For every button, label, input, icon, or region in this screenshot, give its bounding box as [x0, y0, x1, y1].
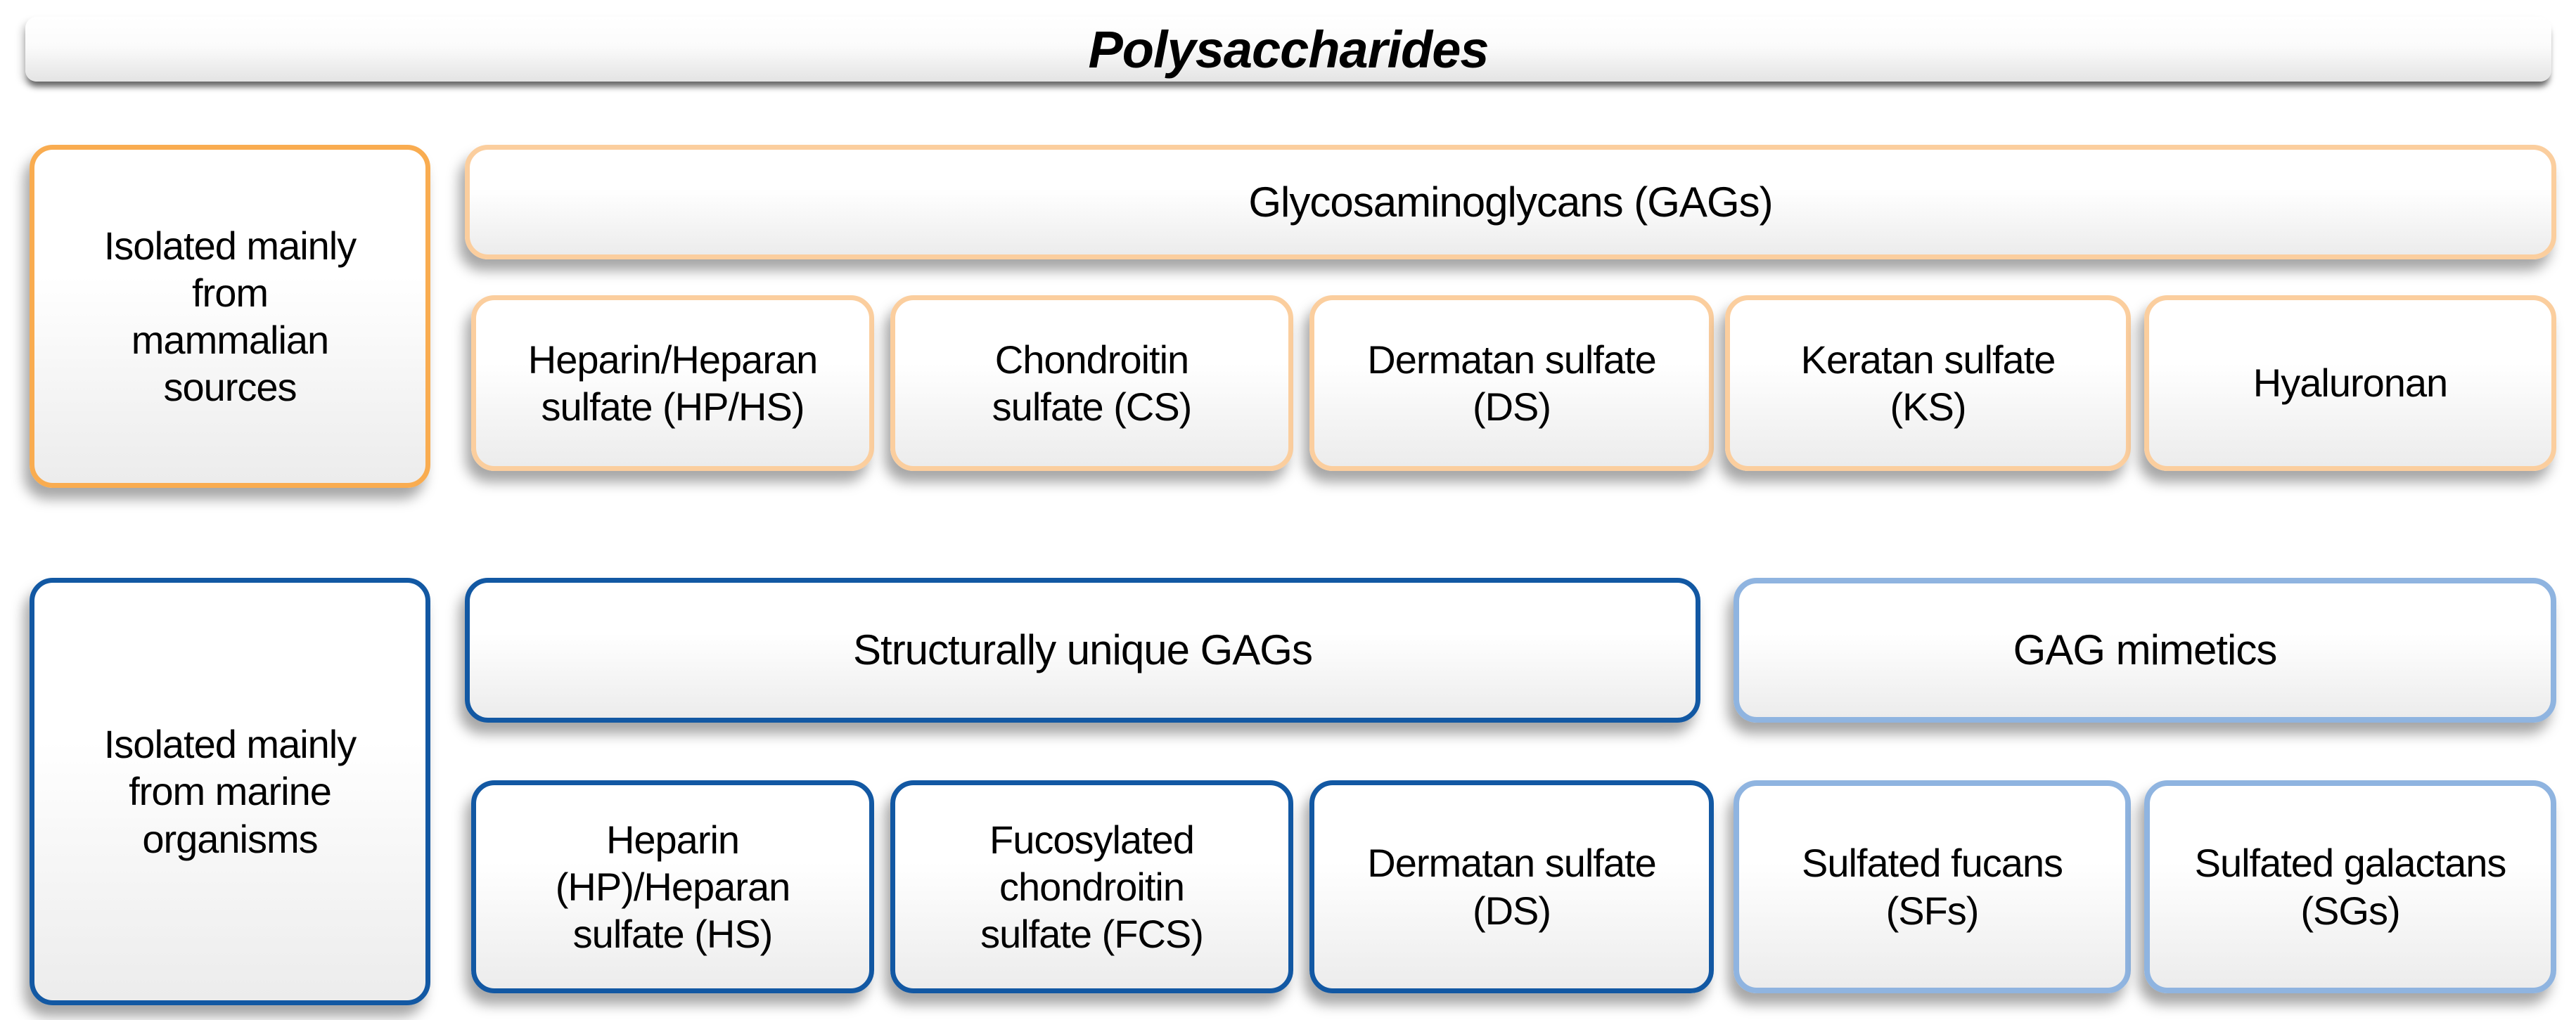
box-hyaluronan: Hyaluronan — [2144, 295, 2556, 471]
title-bar: Polysaccharides — [25, 17, 2551, 82]
box-dermatan-sulfate-mammalian: Dermatan sulfate (DS) — [1309, 295, 1714, 471]
box-chondroitin-sulfate: Chondroitin sulfate (CS) — [890, 295, 1293, 471]
box-fucosylated-chondroitin-sulfate: Fucosylated chondroitin sulfate (FCS) — [890, 780, 1293, 993]
box-sulfated-galactans: Sulfated galactans (SGs) — [2144, 780, 2556, 993]
box-heparin-hp-heparan-sulfate-hs: Heparin (HP)/Heparan sulfate (HS) — [471, 780, 874, 993]
box-mammalian-source: Isolated mainly from mammalian sources — [30, 145, 430, 488]
box-heparin-heparan-sulfate: Heparin/Heparan sulfate (HP/HS) — [471, 295, 874, 471]
box-marine-source: Isolated mainly from marine organisms — [30, 578, 430, 1005]
box-sulfated-fucans: Sulfated fucans (SFs) — [1734, 780, 2131, 993]
header-structurally-unique-gags: Structurally unique GAGs — [465, 578, 1700, 723]
box-dermatan-sulfate-marine: Dermatan sulfate (DS) — [1309, 780, 1714, 993]
header-glycosaminoglycans: Glycosaminoglycans (GAGs) — [465, 145, 2556, 259]
box-keratan-sulfate: Keratan sulfate (KS) — [1725, 295, 2131, 471]
diagram-title: Polysaccharides — [1088, 20, 1489, 79]
header-gag-mimetics: GAG mimetics — [1734, 578, 2556, 723]
